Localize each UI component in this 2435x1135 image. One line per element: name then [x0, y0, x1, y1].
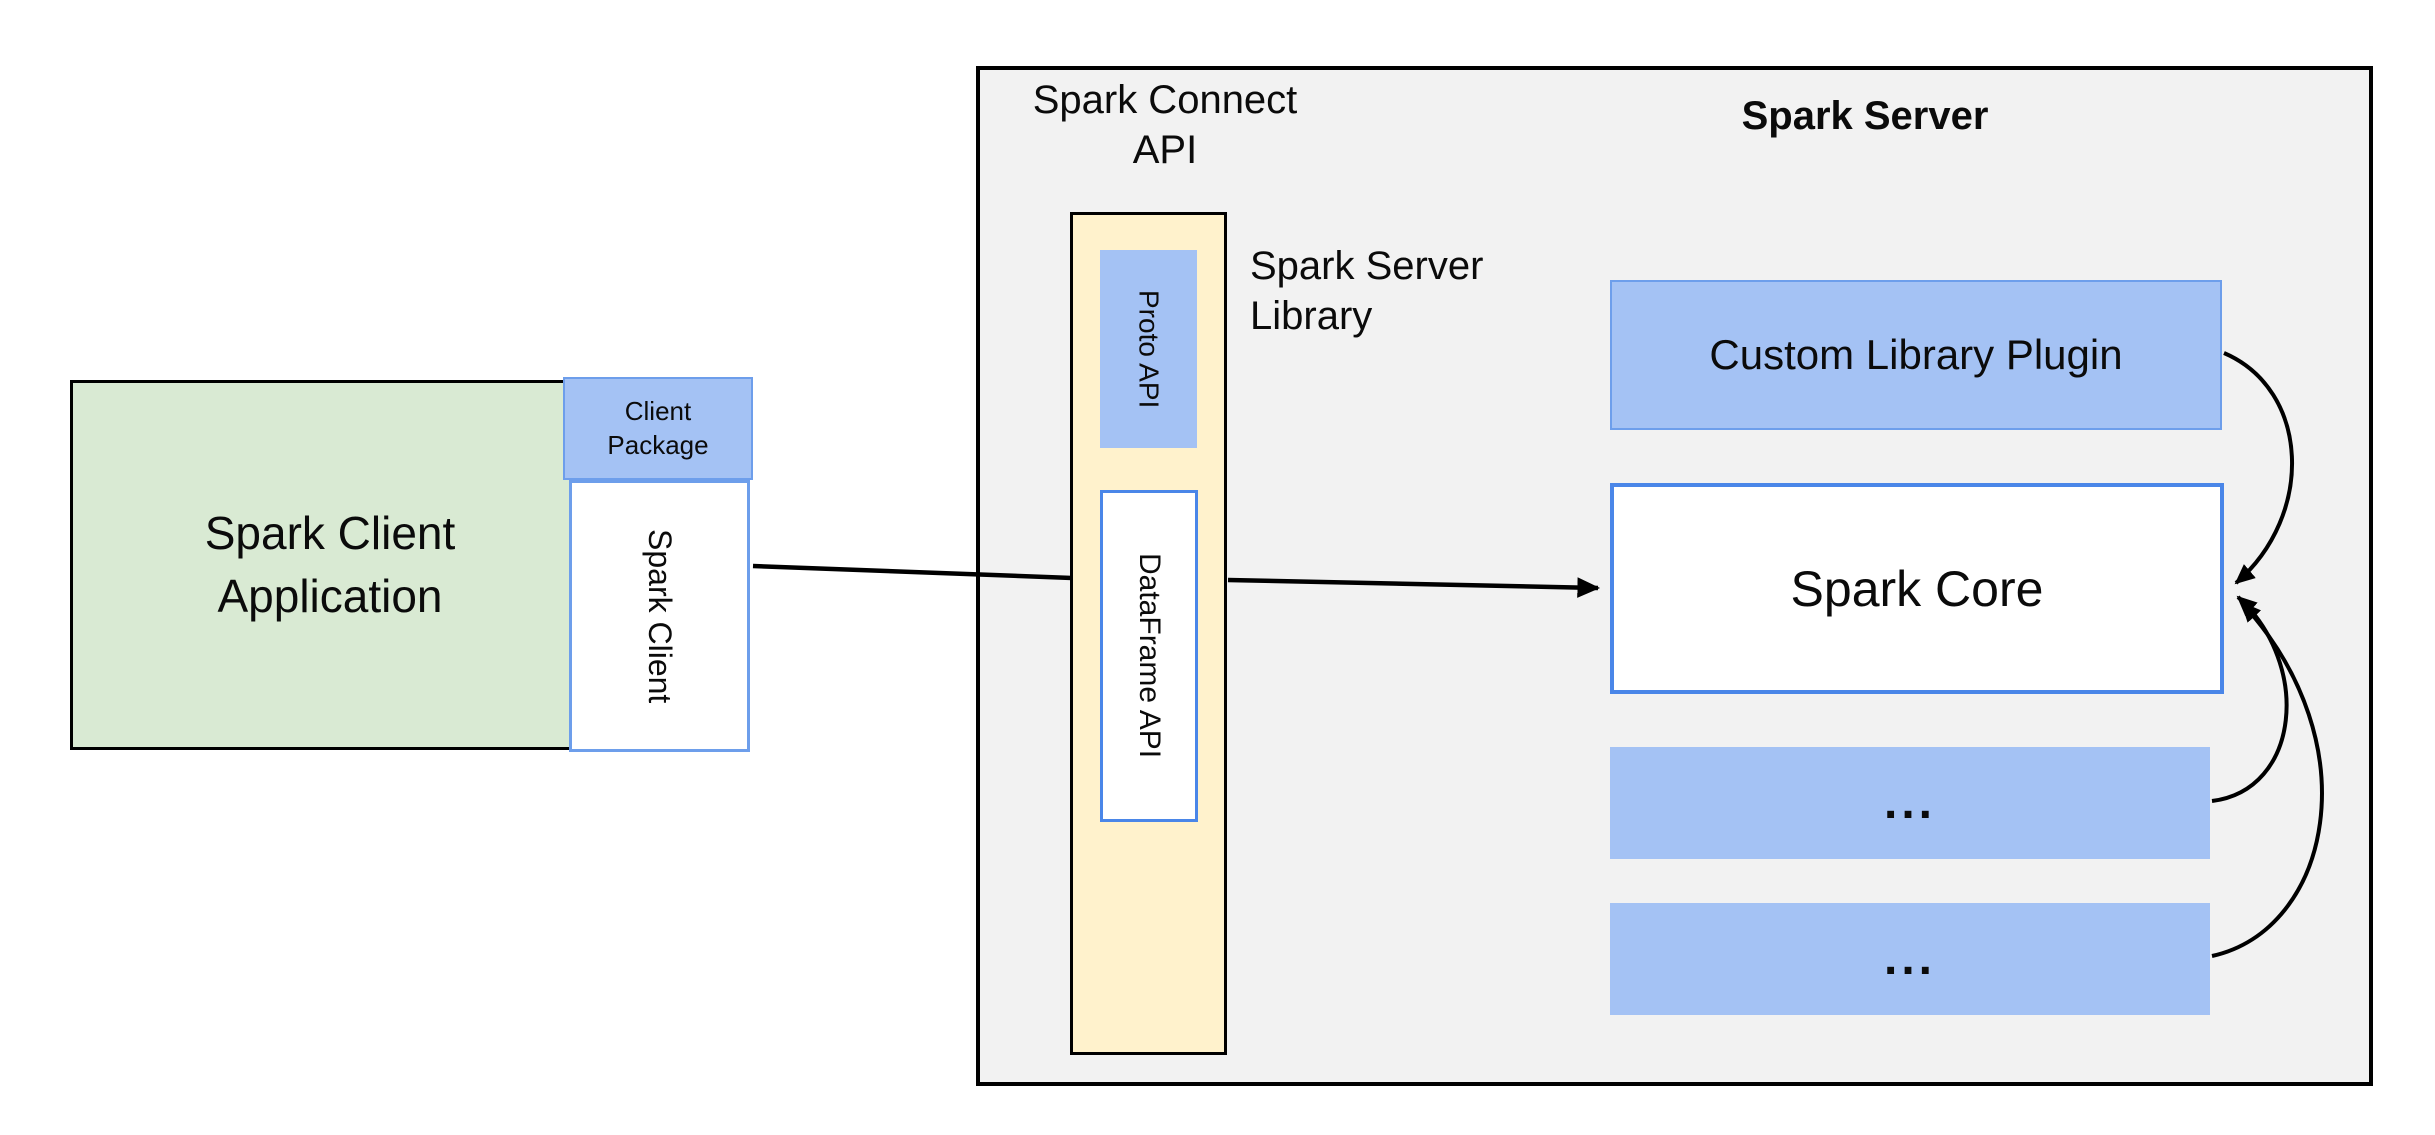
spark-core-box: Spark Core — [1610, 483, 2224, 694]
connect-api-label-line2: API — [1132, 127, 1198, 172]
connect-api-label-line1: Spark Connect — [1032, 78, 1298, 122]
dataframe-api-box: DataFrame API — [1100, 490, 1198, 822]
client-package-box: Client Package — [563, 377, 753, 480]
client-app-label-line2: Application — [217, 570, 443, 622]
spark-connect-api-bar — [1070, 212, 1227, 1055]
spark-connect-api-label: Spark Connect API — [965, 76, 1365, 175]
spark-server-title: Spark Server — [1741, 94, 1989, 138]
client-package-label-line1: Client — [624, 395, 692, 426]
spark-client-label: Spark Client — [642, 528, 678, 704]
spark-server-library-label: Spark Server Library — [1250, 242, 1580, 341]
spark-client-box: Spark Client — [569, 480, 750, 752]
dataframe-api-label: DataFrame API — [1133, 553, 1166, 759]
spark-client-application-box: Spark Client Application — [70, 380, 590, 750]
server-library-label-line2: Library — [1250, 293, 1373, 338]
client-package-label-line2: Package — [607, 429, 709, 460]
proto-api-box: Proto API — [1100, 250, 1197, 448]
proto-api-label: Proto API — [1133, 289, 1165, 409]
client-app-label-line1: Spark Client — [204, 506, 456, 559]
server-library-label-line1: Spark Server — [1250, 244, 1484, 288]
spark-core-label: Spark Core — [1790, 560, 2044, 617]
custom-library-plugin-label: Custom Library Plugin — [1709, 331, 2123, 378]
plugin-slot-1-box: ... — [1610, 747, 2210, 859]
plugin-slot-2-box: ... — [1610, 903, 2210, 1015]
custom-library-plugin-box: Custom Library Plugin — [1610, 280, 2222, 430]
